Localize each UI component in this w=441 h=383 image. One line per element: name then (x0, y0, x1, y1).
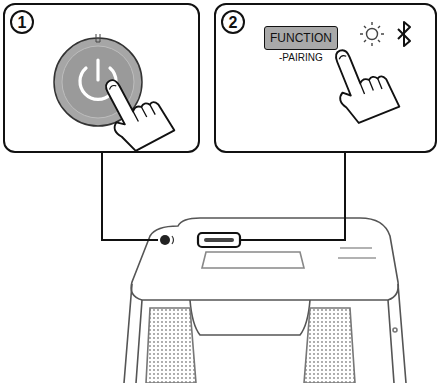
key-label: FUNCTION (264, 26, 338, 50)
callout-number: 1 (10, 10, 34, 34)
indicator-light (360, 22, 384, 46)
pressing-hand (323, 38, 399, 126)
bluetooth-icon (398, 22, 410, 46)
function-key-highlight (198, 233, 240, 247)
pressing-hand (93, 65, 174, 155)
step-panel: 1 (3, 3, 200, 153)
key-sub-label: -PAIRING (279, 52, 323, 63)
speaker-body (124, 218, 406, 383)
step-panel: 2FUNCTION-PAIRING (214, 3, 437, 153)
callout-number: 2 (221, 10, 245, 34)
leader-line (240, 153, 345, 240)
function-key: FUNCTION-PAIRING (264, 26, 338, 50)
power-key (160, 235, 170, 245)
leader-line (102, 153, 158, 240)
